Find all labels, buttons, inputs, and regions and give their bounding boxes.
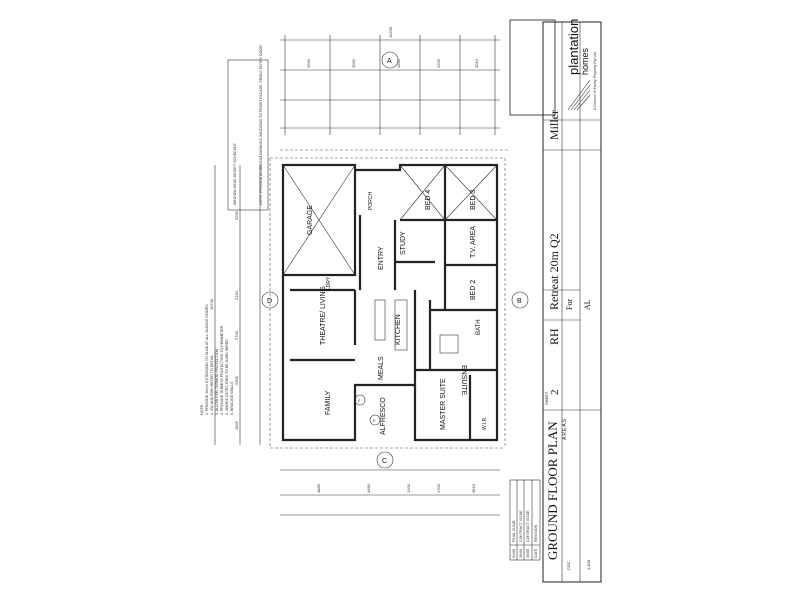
- dim: 1700: [436, 483, 441, 493]
- room-garage: GARAGE: [307, 205, 314, 235]
- room-master-suite: MASTER SUITE: [440, 378, 447, 430]
- sheet-label: SHEET: [544, 391, 549, 405]
- plantation-logo: plantation homes A Division of Fairby Pr…: [566, 19, 597, 111]
- room-bed4: BED 4: [425, 190, 432, 210]
- marker-f: F: [358, 398, 361, 403]
- note-line: 6. BRACING WALLS: [230, 381, 234, 415]
- notes-title: NOTE:: [200, 404, 204, 415]
- room-wir: W.I.R.: [482, 416, 488, 430]
- room-bed3: BED 3: [470, 190, 477, 210]
- note-line: 2. SW AND RWH REFER TO DETAIL: [210, 355, 214, 415]
- room-tv-area: T.V. AREA: [470, 226, 477, 258]
- company-note: A Division of Fairby Property Pty Ltd: [593, 52, 597, 110]
- room-bed2: BED 2: [470, 280, 477, 300]
- house-name: Retreat 20m Q2: [547, 233, 561, 310]
- dim: 3010: [474, 58, 479, 68]
- rev-desc: REVISION: [534, 524, 538, 542]
- dim: 5260: [234, 210, 239, 220]
- left-dimensions: 19740 5260 2150 2700 2305 1825: [209, 165, 261, 445]
- walls: [269, 157, 506, 449]
- dim: 2150: [234, 290, 239, 300]
- marker-c: C: [382, 458, 387, 465]
- dim: 1950: [396, 58, 401, 68]
- rev-desc: CONTRACT ISSUE: [526, 510, 530, 542]
- top-dimensions: 16230 3990 3030 1950 2200 3010: [280, 26, 510, 151]
- dim-overall-top: 16230: [388, 26, 393, 38]
- drawing-title: GROUND FLOOR PLAN: [545, 421, 560, 560]
- schedule-note: NOTE: PROVIDE ALUMINIUM AWNINGS WINDOWS …: [259, 45, 263, 205]
- note-line: 1. PROVIDE 40mm EXTENSION TO SLAB AT ALL…: [205, 304, 209, 415]
- for-label: For: [565, 299, 574, 310]
- room-ensuite: ENSUITE: [460, 365, 467, 396]
- company-name: plantation: [566, 19, 581, 75]
- room-study: STUDY: [400, 231, 407, 255]
- dim: 1200: [406, 483, 411, 493]
- room-theatre-living: THEATRE/ LIVING: [320, 286, 327, 345]
- note-line: 5. SMOKE DETECTORS TO BE HARD WIRED: [225, 339, 229, 415]
- rev-date: 04/08: [512, 549, 516, 558]
- client-name: Miller: [547, 110, 561, 140]
- general-notes: NOTE: 1. PROVIDE 40mm EXTENSION TO SLAB …: [200, 304, 234, 415]
- rev-desc: CONTRACT ISSUE: [519, 510, 523, 542]
- bottom-dimensions: 4880 4480 1200 1700 3810: [280, 469, 500, 516]
- room-bath: BATH: [476, 319, 482, 335]
- room-alfresco: ALFRESCO: [380, 397, 387, 435]
- title-block: GROUND FLOOR PLAN SHEET 2 RH Retreat 20m…: [509, 19, 602, 583]
- dim: 2700: [234, 330, 239, 340]
- areas-label: AREAS: [562, 418, 568, 440]
- drawn-by: CGC: [566, 561, 571, 570]
- room-meals: MEALS: [378, 356, 385, 380]
- orientation: RH: [547, 328, 561, 345]
- dim: 4880: [316, 483, 321, 493]
- rev-desc: FINAL ISSUE: [512, 520, 516, 542]
- room-porch: PORCH: [368, 192, 374, 210]
- marker-a: A: [387, 58, 392, 65]
- rev-date: DATE: [534, 548, 538, 558]
- dim: 4480: [366, 483, 371, 493]
- revisions-table: 04/08 FINAL ISSUE 30/08 CONTRACT ISSUE 3…: [509, 479, 541, 561]
- dim: 3030: [351, 58, 356, 68]
- dim: 1825: [234, 420, 239, 430]
- marker-e: E: [373, 418, 376, 423]
- rev-date: 30/08: [519, 549, 523, 558]
- rev-date: 30/08: [526, 549, 530, 558]
- room-family: FAMILY: [325, 390, 332, 415]
- note-line: 4. PROVIDE TERMITE PROTECTION TO PERIMET…: [220, 325, 224, 415]
- company-sub: homes: [580, 47, 590, 75]
- dim: 2305: [234, 375, 239, 385]
- scale: 1:100: [586, 559, 591, 570]
- dim: 2200: [436, 58, 441, 68]
- lot: AL: [583, 299, 592, 310]
- marker-b: B: [517, 298, 522, 305]
- schedule-title: WINDOW HEAD HEIGHT SCHEDULE: [233, 143, 237, 205]
- marker-d: D: [267, 298, 272, 305]
- room-entry: ENTRY: [378, 246, 385, 270]
- note-line: 3. ALLOW FOR TERMITE PROTECTION: [215, 348, 219, 415]
- room-laundry: LDRY: [326, 276, 332, 290]
- window-schedule: WINDOW HEAD HEIGHT SCHEDULE NOTE: PROVID…: [227, 45, 269, 211]
- sheet-number: 2: [549, 390, 561, 396]
- dim-overall-left: 19740: [209, 298, 214, 310]
- section-markers: A B C D E F: [261, 51, 529, 469]
- dim: 3810: [471, 483, 476, 493]
- room-labels: GARAGE PORCH ENTRY STUDY BED 4 BED 3 T.V…: [307, 190, 488, 435]
- room-kitchen: KITCHEN: [395, 314, 402, 345]
- dim: 3990: [306, 58, 311, 68]
